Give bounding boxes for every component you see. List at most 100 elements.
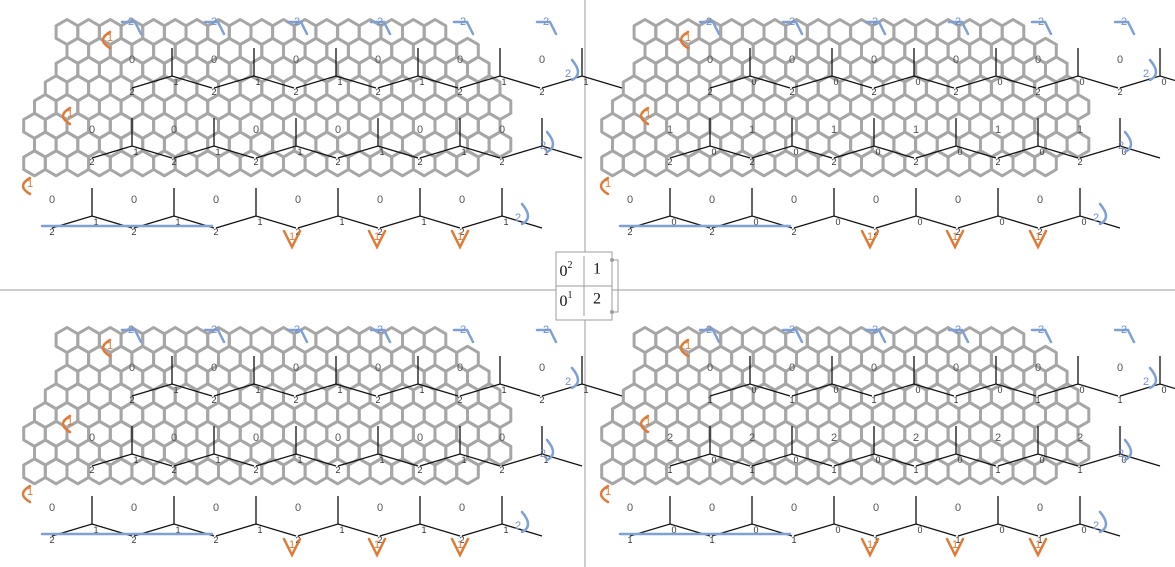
vertex-label: 1 bbox=[379, 455, 384, 465]
vertex-label: 1 bbox=[995, 465, 1000, 475]
cell-label: 0 bbox=[49, 502, 55, 514]
vertex-label: 2 bbox=[89, 465, 94, 475]
cell-label: 0 bbox=[457, 54, 463, 66]
vertex-label: 1 bbox=[337, 385, 342, 395]
vertex-label: 0 bbox=[711, 455, 716, 465]
vertex-label: 1 bbox=[257, 525, 262, 535]
vertex-label: 1 bbox=[297, 455, 302, 465]
vertex-label: 1 bbox=[503, 217, 508, 227]
cell-label: 0 bbox=[211, 362, 217, 374]
vertex-label: 1 bbox=[583, 385, 588, 395]
cell-label: 0 bbox=[295, 194, 301, 206]
hex-cell bbox=[795, 457, 820, 486]
cell-label: 0 bbox=[499, 432, 505, 444]
vertex-label: 1 bbox=[583, 77, 588, 87]
vertex-label: 2 bbox=[1037, 227, 1042, 237]
blue-boundary-label: 2 bbox=[955, 16, 961, 28]
vertex-label: 1 bbox=[133, 455, 138, 465]
vertex-label: 1 bbox=[1037, 535, 1042, 545]
legend-cell-0-1: 01 bbox=[560, 290, 573, 310]
vertex-label: 1 bbox=[255, 77, 260, 87]
hex-cell bbox=[1033, 149, 1058, 178]
vertex-label: 2 bbox=[749, 157, 754, 167]
vertex-label: 2 bbox=[499, 465, 504, 475]
vertex-label: 2 bbox=[377, 227, 382, 237]
vertex-label: 0 bbox=[835, 525, 840, 535]
vertex-label: 1 bbox=[955, 535, 960, 545]
blue-boundary-label: 2 bbox=[377, 324, 383, 336]
vertex-label: 1 bbox=[339, 525, 344, 535]
vertex-label: 0 bbox=[835, 217, 840, 227]
cell-label: 2 bbox=[1077, 432, 1083, 444]
vertex-label: 1 bbox=[339, 217, 344, 227]
vertex-label: 2 bbox=[831, 157, 836, 167]
vertex-label: 0 bbox=[1081, 525, 1086, 535]
cell-label: 0 bbox=[375, 362, 381, 374]
blue-boundary-label: 2 bbox=[872, 16, 878, 28]
blue-boundary-label: 2 bbox=[1143, 68, 1149, 80]
hex-cell bbox=[643, 149, 669, 178]
vertex-label: 2 bbox=[953, 87, 958, 97]
vertex-label: 2 bbox=[955, 227, 960, 237]
hex-cell bbox=[686, 149, 712, 178]
hex-cell bbox=[795, 149, 820, 178]
orange-boundary-label: 1 bbox=[374, 231, 380, 243]
vertex-label: 0 bbox=[1161, 77, 1166, 87]
vertex-label: 1 bbox=[1077, 465, 1082, 475]
vertex-label: 0 bbox=[915, 385, 920, 395]
vertex-label: 2 bbox=[913, 157, 918, 167]
blue-boundary-label: 2 bbox=[211, 324, 217, 336]
vertex-label: 0 bbox=[671, 525, 676, 535]
vertex-label: 0 bbox=[711, 147, 716, 157]
blue-boundary-label: 2 bbox=[377, 16, 383, 28]
cell-label: 0 bbox=[873, 502, 879, 514]
vertex-label: 2 bbox=[335, 465, 340, 475]
vertex-label: 0 bbox=[1079, 77, 1084, 87]
hex-cell bbox=[65, 457, 91, 486]
vertex-label: 0 bbox=[957, 455, 962, 465]
cell-label: 0 bbox=[457, 362, 463, 374]
orange-boundary-label: 1 bbox=[457, 231, 463, 243]
legend-cell-0-2: 02 bbox=[560, 260, 573, 280]
blue-boundary-label: 2 bbox=[515, 212, 521, 224]
hex-cell bbox=[108, 149, 134, 178]
vertex-label: 2 bbox=[211, 87, 216, 97]
blue-boundary-label: 2 bbox=[294, 324, 300, 336]
vertex-label: 0 bbox=[1161, 385, 1166, 395]
cell-label: 0 bbox=[1117, 362, 1123, 374]
cell-label: 0 bbox=[499, 124, 505, 136]
cell-label: 0 bbox=[377, 194, 383, 206]
vertex-label: 2 bbox=[417, 465, 422, 475]
cell-label: 0 bbox=[211, 54, 217, 66]
hex-cell bbox=[433, 149, 459, 178]
cell-label: 0 bbox=[955, 502, 961, 514]
hex-cell bbox=[390, 149, 415, 178]
vertex-label: 1 bbox=[133, 147, 138, 157]
cell-label: 0 bbox=[1035, 362, 1041, 374]
vertex-label: 2 bbox=[499, 157, 504, 167]
blue-boundary-label: 2 bbox=[565, 68, 571, 80]
vertex-label: 1 bbox=[503, 525, 508, 535]
cell-label: 0 bbox=[707, 54, 713, 66]
blue-boundary-label: 2 bbox=[543, 324, 549, 336]
blue-boundary-label: 2 bbox=[460, 324, 466, 336]
blue-boundary-label: 2 bbox=[872, 324, 878, 336]
cell-label: 0 bbox=[1035, 54, 1041, 66]
blue-boundary-label: 2 bbox=[294, 16, 300, 28]
vertex-label: 1 bbox=[419, 77, 424, 87]
cell-label: 0 bbox=[709, 194, 715, 206]
vertex-label: 2 bbox=[459, 535, 464, 545]
vertex-label: 2 bbox=[171, 465, 176, 475]
vertex-label: 0 bbox=[753, 525, 758, 535]
blue-boundary-label: 2 bbox=[1121, 324, 1127, 336]
blue-boundary-label: 2 bbox=[540, 448, 546, 460]
cell-label: 0 bbox=[791, 502, 797, 514]
cell-label: 1 bbox=[913, 124, 919, 136]
orange-boundary-label: 1 bbox=[289, 231, 295, 243]
blue-boundary-label: 2 bbox=[128, 16, 134, 28]
cell-label: 0 bbox=[293, 54, 299, 66]
orange-boundary-label: 1 bbox=[27, 178, 33, 190]
vertex-label: 1 bbox=[873, 535, 878, 545]
blue-boundary-label: 2 bbox=[211, 16, 217, 28]
